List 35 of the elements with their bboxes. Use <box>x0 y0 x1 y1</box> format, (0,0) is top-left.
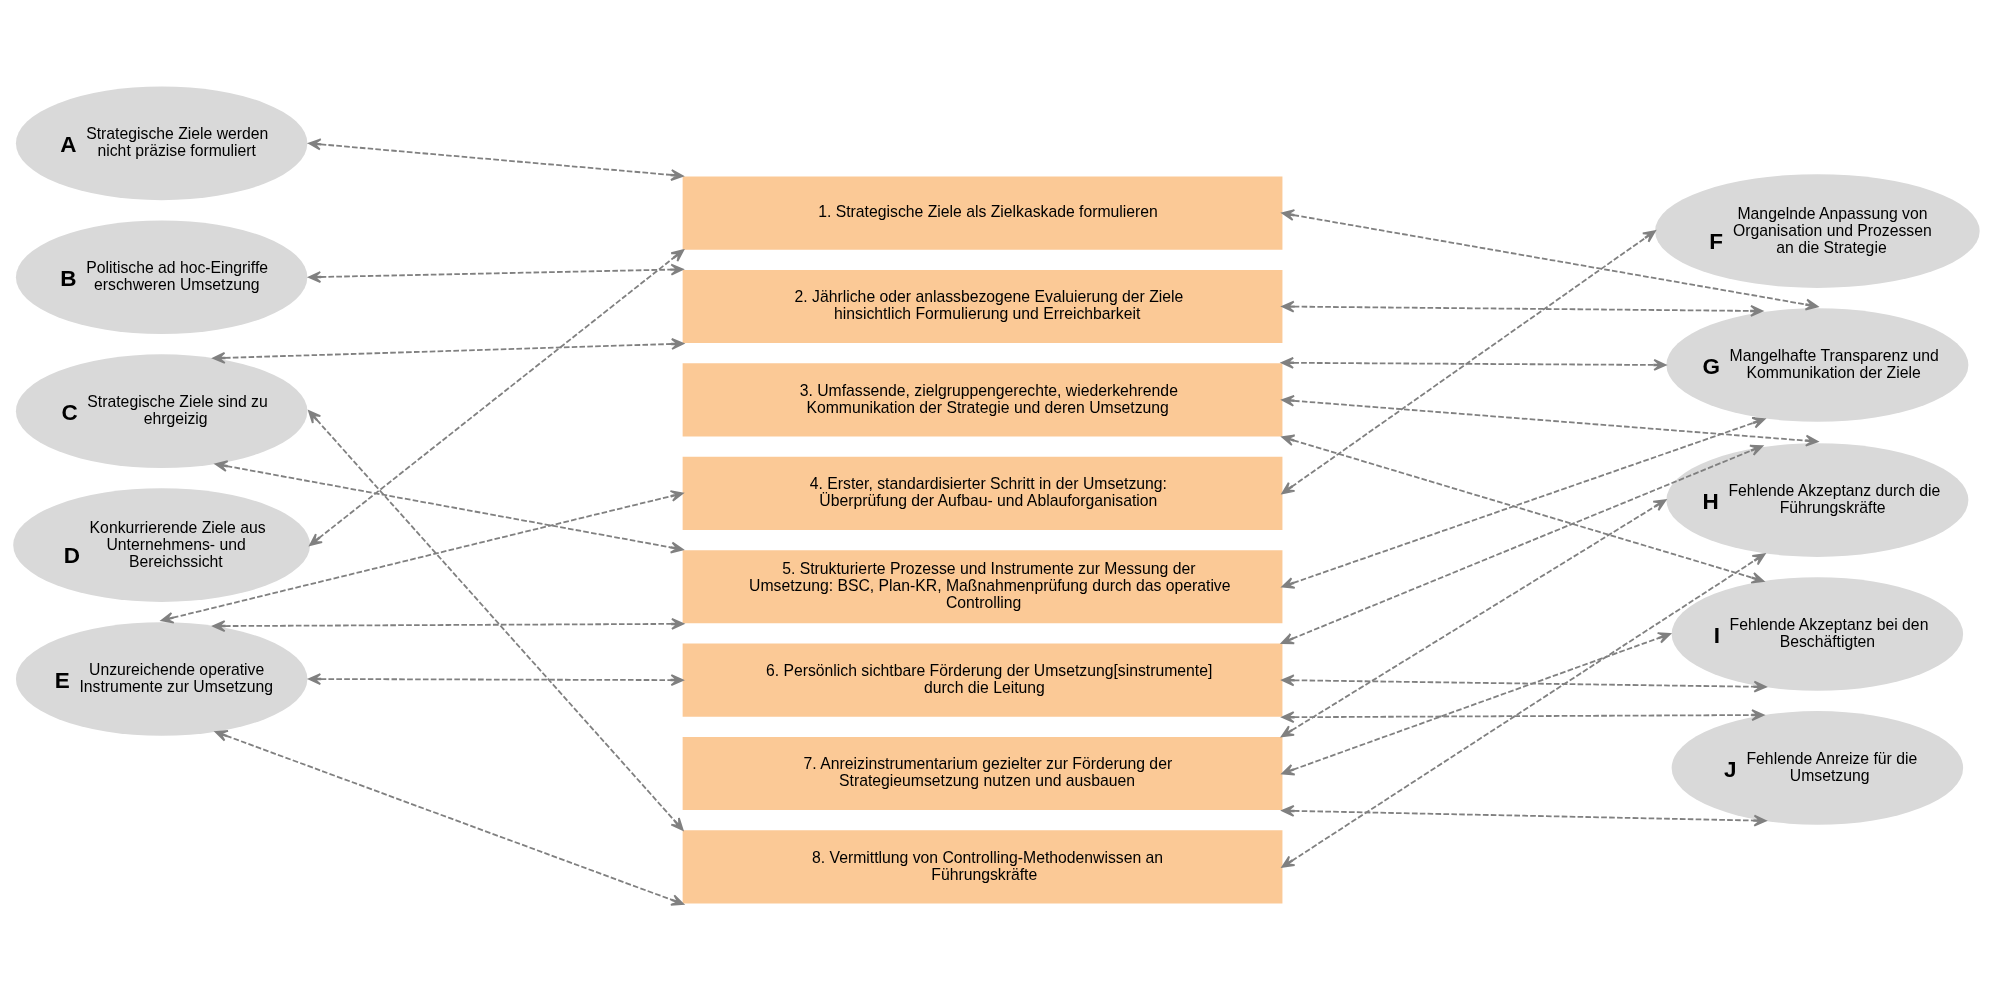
node-ellipse: A Strategische Ziele werden nicht präzise formuliert <box>15 86 308 200</box>
node-ellipse: B Politische ad hoc-Eingriffe erschweren Umsetzung <box>15 219 308 334</box>
node-box: 8. Vermittlung von Controlling-Methodenwissen an Führungskräfte <box>682 829 1283 903</box>
arrow <box>214 729 685 906</box>
node-box: 1. Strategische Ziele als Zielkaskade formulieren <box>682 176 1283 250</box>
arrow <box>1281 498 1667 737</box>
node-box: 2. Jährliche oder anlassbezogene Evaluierung der Ziele hinsichtlich Formulierung und Erreichbarkeit <box>682 269 1283 343</box>
arrow <box>1281 804 1767 826</box>
node-ellipse: F Mangelnde Anpassung von Organisation und Prozessen an die Strategie <box>1655 173 1980 288</box>
arrow <box>1281 673 1767 693</box>
arrow <box>1281 444 1764 644</box>
node-box: 5. Strukturierte Prozesse und Instrumente zur Messung der Umsetzung: BSC, Plan-KR, Maßnahmenprüfung durch das operative Controlling <box>682 549 1283 623</box>
arrow <box>309 248 685 546</box>
arrow <box>308 672 684 686</box>
arrow <box>1281 208 1819 310</box>
node-box: 6. Persönlich sichtbare Förderung der Umsetzung[sinstrumente] durch die Leitung <box>682 643 1283 717</box>
arrow <box>1281 552 1766 868</box>
node-ellipse: G Mangelhafte Transparenz und Kommunikation der Ziele <box>1666 307 1969 422</box>
arrow <box>1281 229 1656 494</box>
node-box: 4. Erster, standardisierter Schritt in der Umsetzung: Überprüfung der Aufbau- und Ablauforganisation <box>682 456 1283 530</box>
arrow <box>160 489 684 624</box>
node-box: 7. Anreizinstrumentarium gezielter zur Förderung der Strategieumsetzung nutzen und ausbauen <box>682 736 1283 810</box>
arrow <box>308 263 684 283</box>
arrow <box>1281 631 1671 775</box>
arrow <box>1281 708 1765 723</box>
arrow <box>1281 356 1667 371</box>
node-ellipse: D Konkurrierende Ziele aus Unternehmens- und Bereichssicht <box>13 487 311 602</box>
arrow <box>1281 300 1764 317</box>
arrow <box>214 459 684 553</box>
arrow <box>1281 394 1819 447</box>
arrow <box>212 337 685 364</box>
arrow <box>308 137 684 181</box>
node-box: 3. Umfassende, zielgruppengerechte, wiederkehrende Kommunikation der Strategie und deren Umsetzung <box>682 362 1283 436</box>
arrow <box>308 409 684 831</box>
arrow <box>212 617 685 632</box>
